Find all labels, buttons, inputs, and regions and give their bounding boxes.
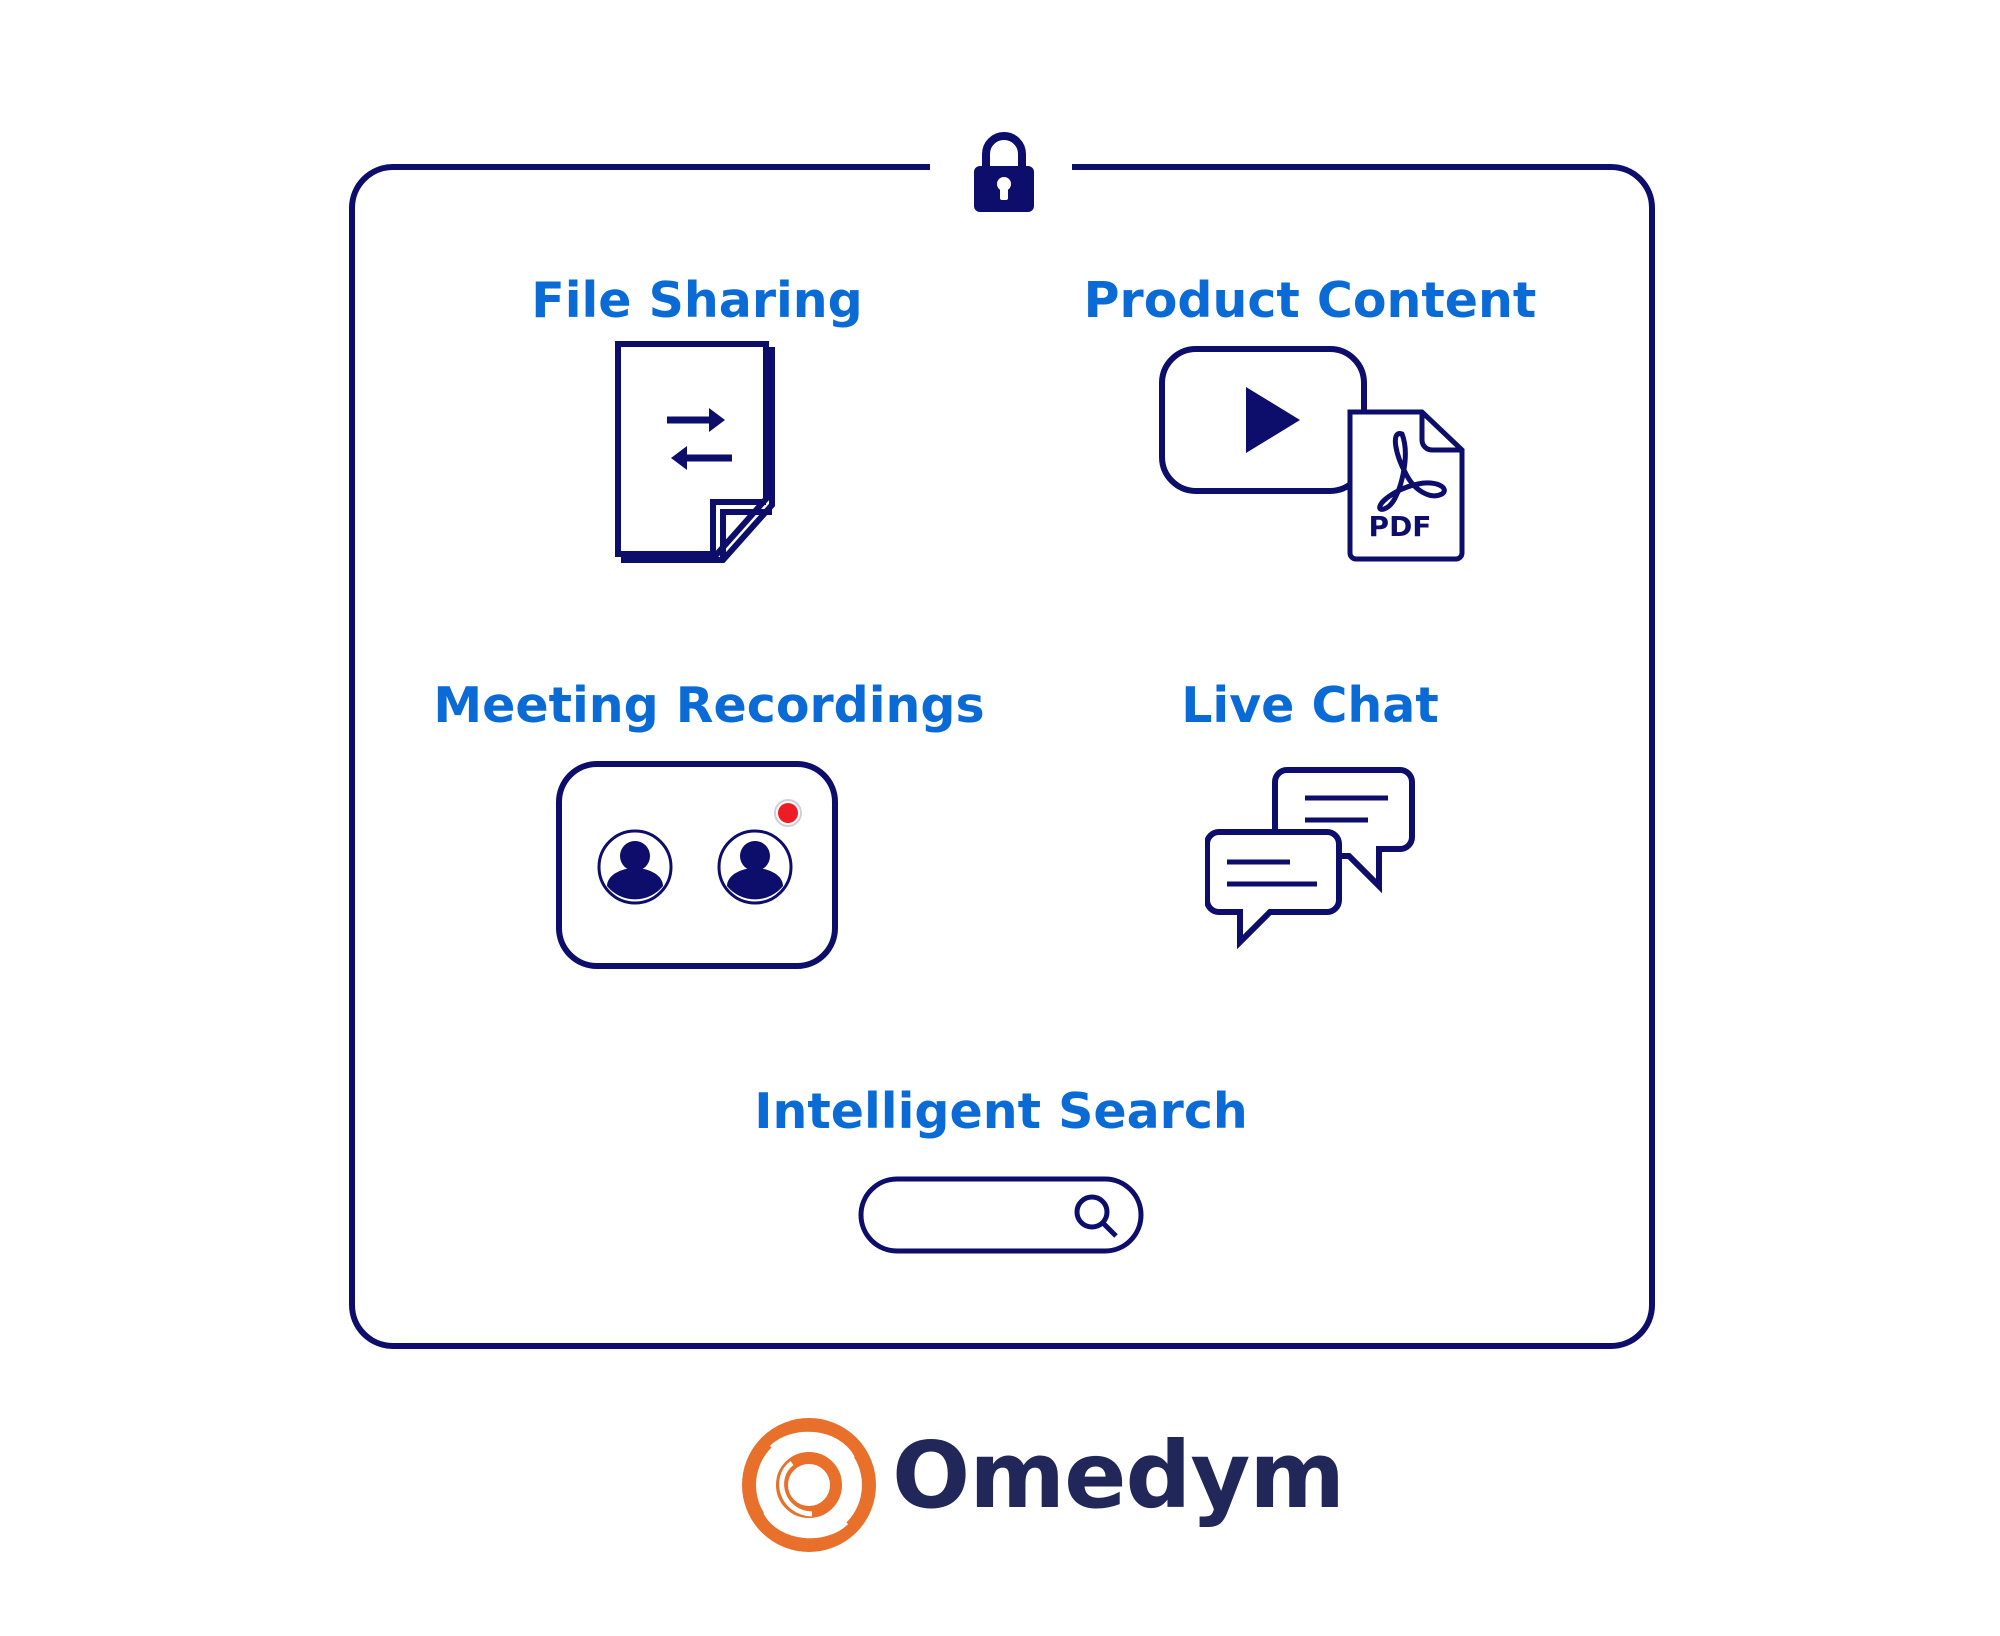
record-dot-icon [774,799,802,827]
file-transfer-icon [615,341,775,563]
video-play-icon [1159,346,1367,494]
live-chat-label: Live Chat [1181,677,1439,734]
file-sharing-label: File Sharing [531,272,863,329]
pdf-file-icon: PDF [1347,409,1465,562]
omedym-logo-icon [742,1418,876,1552]
intelligent-search-label: Intelligent Search [754,1083,1248,1140]
product-content-label: Product Content [1083,272,1537,329]
security-frame [349,164,1655,1349]
chat-bubbles-icon [1205,767,1415,950]
video-call-icon [556,761,838,969]
search-bar[interactable] [858,1176,1144,1254]
search-icon[interactable] [1074,1194,1118,1238]
brand-name: Omedym [892,1422,1345,1529]
lock-icon [974,132,1034,212]
meeting-recordings-label: Meeting Recordings [433,677,985,734]
pdf-badge: PDF [1369,510,1432,543]
